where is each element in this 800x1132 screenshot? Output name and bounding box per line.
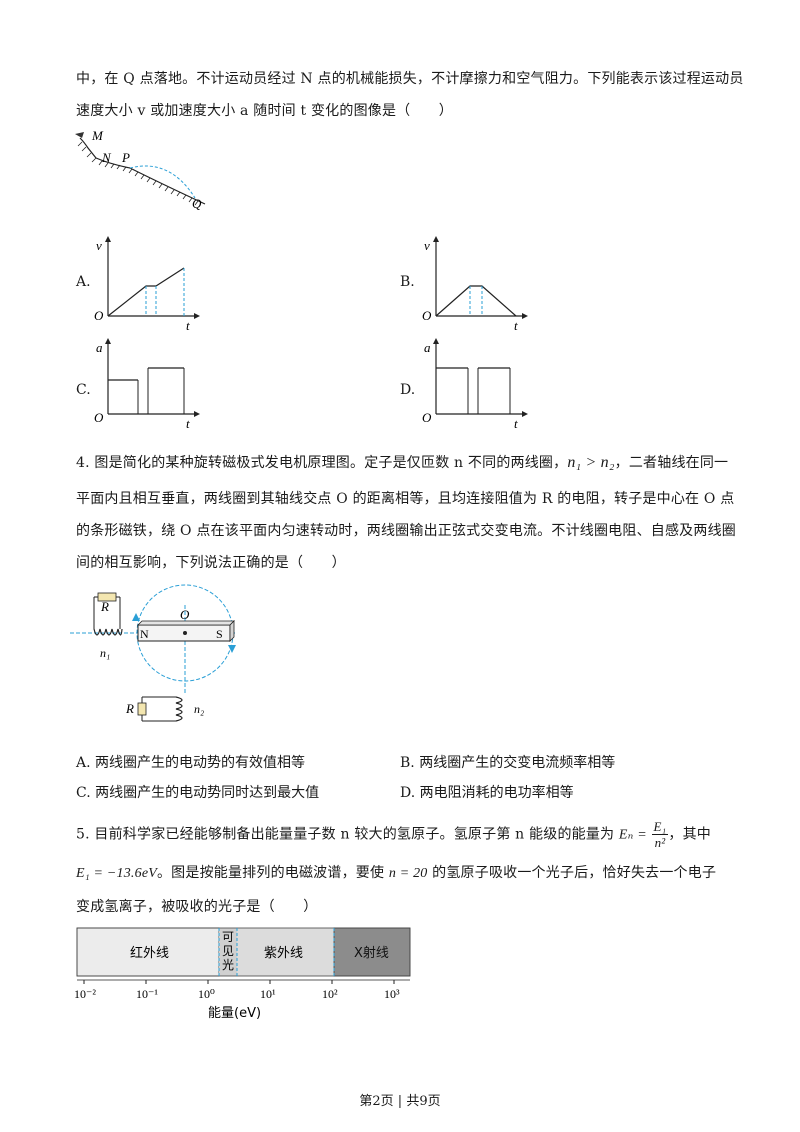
coil-n2-label: n₂ — [194, 702, 204, 716]
band-uv-label: 紫外线 — [264, 946, 303, 961]
q4-inequality: n₁ > n₂ — [567, 454, 615, 471]
origin-label: O — [422, 308, 432, 323]
spectrum-tick-label: 10⁰ — [198, 987, 215, 1001]
axis-v-label: v — [424, 238, 430, 253]
ski-slope-figure: M N P Q — [75, 128, 206, 211]
origin-label: O — [422, 410, 432, 425]
axis-t-label: t — [514, 318, 518, 333]
q5-text-line3: 变成氢离子，被吸收的光子是（ ） — [76, 899, 318, 915]
em-spectrum-figure: 红外线 可 见 光 紫外线 X射线 10⁻² 10⁻¹ 10⁰ 10¹ 10² 10³ 能… — [74, 927, 411, 1021]
q5-line1a: 5. 目前科学家已经能够制备出能量量子数 n 较大的氢原子。氢原子第 n 能级的… — [76, 826, 619, 843]
fraction-denominator: n² — [654, 835, 666, 850]
resistor-R1-label: R — [100, 599, 109, 614]
q4-line1a: 4. 图是简化的某种旋转磁极式发电机原理图。定子是仅匝数 n 不同的两线圈， — [76, 455, 568, 471]
q5-line2b: 。图是按能量排列的电磁波谱，要使 — [156, 865, 389, 881]
spectrum-tick-label: 10⁻¹ — [136, 987, 158, 1001]
band-visible — [219, 928, 237, 976]
spectrum-tick-label: 10² — [322, 987, 338, 1001]
q4-option-d: D. 两电阻消耗的电功率相等 — [400, 785, 574, 801]
n-equals-20: n = 20 — [388, 866, 428, 881]
band-uv — [237, 928, 334, 976]
band-xray — [333, 927, 411, 977]
axis-v-label: v — [96, 238, 102, 253]
axis-a-label: a — [96, 340, 103, 355]
option-d-label: D. — [400, 382, 416, 398]
label-M: M — [91, 128, 104, 143]
magnet-N-label: N — [140, 627, 149, 641]
label-P: P — [121, 150, 130, 165]
fraction-numerator: E₁ — [651, 819, 669, 835]
origin-label: O — [94, 410, 104, 425]
coil-n1-label: n₁ — [100, 646, 110, 660]
q4-option-b: B. 两线圈产生的交变电流频率相等 — [400, 755, 616, 771]
axis-t-label: t — [186, 416, 190, 431]
q5-text-line2: E₁ = −13.6eV。图是按能量排列的电磁波谱，要使 n = 20 的氢原子… — [76, 862, 716, 882]
q4-option-a: A. 两线圈产生的电动势的有效值相等 — [76, 755, 306, 771]
option-c-label: C. — [76, 382, 91, 398]
band-visible-label: 可 见 光 — [222, 930, 238, 972]
q4-text-line4: 间的相互影响，下列说法正确的是（ ） — [76, 555, 346, 571]
resistor-R2-label: R — [125, 701, 134, 716]
E1-value: E₁ = −13.6eV — [76, 866, 157, 881]
label-N: N — [101, 150, 112, 165]
q5-line2d: 的氢原子吸收一个光子后，恰好失去一个电子 — [427, 865, 717, 881]
spectrum-axis-label: 能量(eV) — [208, 1006, 261, 1021]
option-b-label: B. — [400, 274, 415, 290]
q4-text-line1: 4. 图是简化的某种旋转磁极式发电机原理图。定子是仅匝数 n 不同的两线圈，n₁… — [76, 452, 728, 472]
energy-En: Eₙ = — [618, 827, 647, 843]
q3-text-line1: 中，在 Q 点落地。不计运动员经过 N 点的机械能损失，不计摩擦力和空气阻力。下… — [76, 71, 744, 87]
origin-label: O — [94, 308, 104, 323]
q3-text-line2: 速度大小 v 或加速度大小 a 随时间 t 变化的图像是（ ） — [76, 103, 453, 119]
label-Q: Q — [192, 196, 202, 211]
spectrum-tick-label: 10¹ — [260, 987, 276, 1001]
axis-t-label: t — [186, 318, 190, 333]
q4-text-line2: 平面内且相互垂直，两线圈到其轴线交点 O 的距离相等，且均连接阻值为 R 的电阻… — [76, 491, 735, 507]
option-a-label: A. — [76, 274, 91, 290]
axis-t-label: t — [514, 416, 518, 431]
option-a-graph: v O t — [94, 236, 200, 333]
option-b-graph: v O t — [422, 236, 528, 333]
band-infrared-label: 红外线 — [130, 945, 169, 961]
generator-figure: R n₁ N S O R n₂ — [70, 584, 236, 722]
page-footer: 第2页 | 共9页 — [359, 1094, 441, 1109]
axis-a-label: a — [424, 340, 431, 355]
spectrum-tick-label: 10⁻² — [74, 987, 96, 1001]
q5-line1b: ，其中 — [668, 826, 712, 843]
center-O-label: O — [180, 607, 190, 622]
q4-text-line3: 的条形磁铁，绕 O 点在该平面内匀速转动时，两线圈输出正弦式交变电流。不计线圈电… — [76, 523, 736, 539]
q5-text-line1: 5. 目前科学家已经能够制备出能量量子数 n 较大的氢原子。氢原子第 n 能级的… — [76, 820, 711, 849]
q4-option-c: C. 两线圈产生的电动势同时达到最大值 — [76, 785, 320, 801]
magnet-S-label: S — [216, 627, 223, 641]
spectrum-tick-label: 10³ — [384, 987, 400, 1001]
option-c-graph: a O t — [94, 338, 200, 431]
q4-line1b: ，二者轴线在同一 — [614, 455, 729, 471]
option-d-graph: a O t — [422, 338, 528, 431]
band-xray-label: X射线 — [354, 945, 389, 961]
